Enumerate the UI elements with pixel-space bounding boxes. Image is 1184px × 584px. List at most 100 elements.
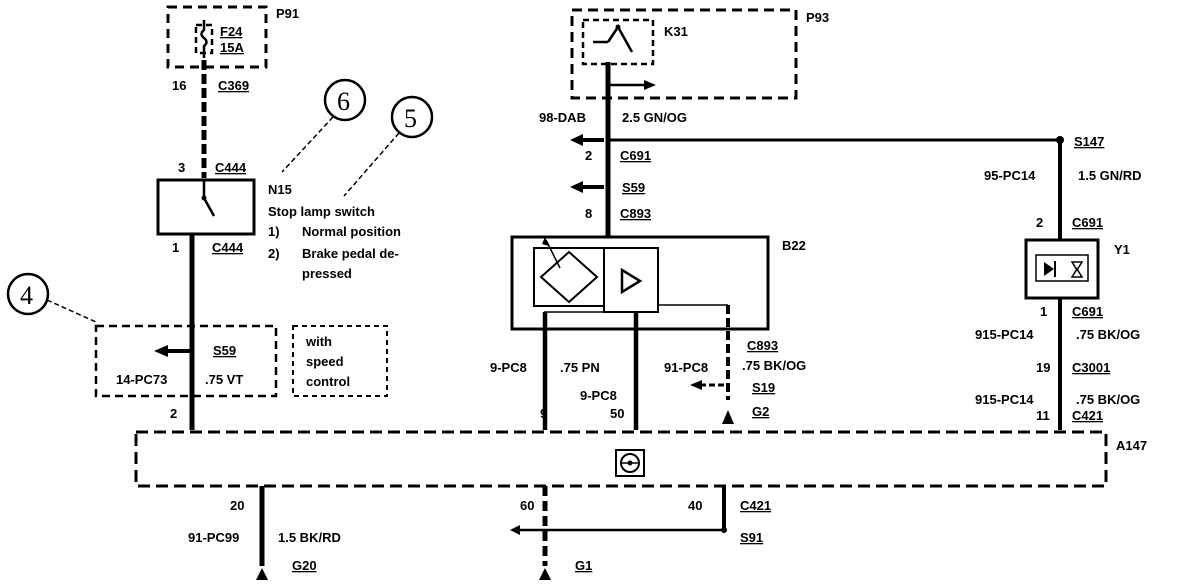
callout-6-number: 6: [337, 87, 350, 116]
speed-control-line1: with: [305, 334, 332, 349]
s59-left-label: S59: [213, 343, 236, 358]
c421-right-label: C421: [1072, 408, 1103, 423]
callout-6-circle: [323, 78, 367, 122]
wire-075pn-label: .75 PN: [560, 360, 600, 375]
k31-label: K31: [664, 24, 688, 39]
s147-label: S147: [1074, 134, 1104, 149]
speed-control-line2: speed: [306, 354, 344, 369]
b22-label: B22: [782, 238, 806, 253]
y1-inner-frame: [1035, 254, 1089, 282]
wire-25gnog-label: 2.5 GN/OG: [622, 110, 687, 125]
c421-bottom-label: C421: [740, 498, 771, 513]
k31-relay-outline: [581, 18, 655, 66]
wire-98dab-label: 98-DAB: [539, 110, 586, 125]
p93-label: P93: [806, 10, 829, 25]
pin-11-label: 11: [1036, 408, 1050, 423]
s91-splice-dot: [721, 527, 727, 533]
wire-075bkog-r1-label: .75 BK/OG: [1076, 327, 1140, 342]
wire-91pc99-label: 91-PC99: [188, 530, 239, 545]
p91-label: P91: [276, 6, 299, 21]
pin-40-label: 40: [688, 498, 702, 513]
wire-9pc8-b-label: 9-PC8: [580, 388, 617, 403]
s19-label: S19: [752, 380, 775, 395]
ground-g2-icon: [722, 410, 734, 424]
wire-95pc14-label: 95-PC14: [984, 168, 1036, 183]
a147-label: A147: [1116, 438, 1147, 453]
a147-module-outline: [134, 430, 1108, 488]
s91-label: S91: [740, 530, 763, 545]
ground-g1-icon: [539, 568, 551, 580]
c691-right-bottom-label: C691: [1072, 304, 1103, 319]
pin-1-right-label: 1: [1040, 304, 1047, 319]
switch-item1-num: 1): [268, 224, 280, 239]
callout-4-number: 4: [20, 281, 33, 310]
c893-mid-label: C893: [620, 206, 651, 221]
wire-9pc8-a-label: 9-PC8: [490, 360, 527, 375]
b22-amplifier-box: [603, 247, 659, 313]
pin-2-left-label: 2: [170, 406, 177, 421]
ground-g20-icon: [256, 568, 268, 580]
c444-top-label: C444: [215, 160, 247, 175]
y1-label: Y1: [1114, 242, 1130, 257]
wire-915pc14-b-label: 915-PC14: [975, 392, 1034, 407]
s59-mid-arrow-icon: [570, 181, 604, 193]
p93-module-outline: [570, 8, 798, 100]
g1-label: G1: [575, 558, 592, 573]
wire-075bkog-mid-label: .75 BK/OG: [742, 358, 806, 373]
callout-6-leader: [281, 116, 334, 173]
splice-arrow-left-icon: [570, 134, 604, 146]
switch-contact-icon: [201, 180, 216, 217]
fuse-name: F24: [220, 24, 243, 39]
c444-bottom-label: C444: [212, 240, 244, 255]
relay-contact-icon: [593, 24, 634, 53]
switch-item2-line1: Brake pedal de-: [302, 246, 399, 261]
pin-16-label: 16: [172, 78, 186, 93]
pin-8-mid-label: 8: [585, 206, 592, 221]
pin-9-label: 9: [540, 406, 547, 421]
stop-lamp-switch-box: [156, 178, 256, 236]
c369-label: C369: [218, 78, 249, 93]
callout-5-leader: [343, 132, 400, 197]
fuse-rating: 15A: [220, 40, 244, 55]
callout-4-leader: [46, 299, 97, 323]
pin-19-label: 19: [1036, 360, 1050, 375]
c691-mid-label: C691: [620, 148, 651, 163]
led-diode-icon: [1044, 261, 1084, 278]
s59-option-box: [94, 324, 278, 398]
pin-20-label: 20: [230, 498, 244, 513]
s91-arrow-icon: [510, 525, 520, 535]
speed-control-line3: control: [306, 374, 350, 389]
bridge-sensor-icon: [539, 237, 599, 304]
p93-output-arrow-icon: [608, 80, 656, 90]
wire-15gnrd-label: 1.5 GN/RD: [1078, 168, 1142, 183]
switch-item2-line2: pressed: [302, 266, 352, 281]
g2-label: G2: [752, 404, 769, 419]
switch-item1: Normal position: [302, 224, 401, 239]
c3001-label: C3001: [1072, 360, 1110, 375]
s59-arrow-left-icon: [154, 345, 190, 357]
pin-2-mid-label: 2: [585, 148, 592, 163]
wire-15bkrd-label: 1.5 BK/RD: [278, 530, 341, 545]
switch-item2-num: 2): [268, 246, 280, 261]
pin-1-left-label: 1: [172, 240, 179, 255]
pin-3-label: 3: [178, 160, 185, 175]
y1-component-box: [1024, 238, 1100, 300]
callout-5-circle: [390, 95, 434, 139]
wire-075bkog-r2-label: .75 BK/OG: [1076, 392, 1140, 407]
wire-075vt-label: .75 VT: [205, 372, 243, 387]
amplifier-triangle-icon: [620, 267, 643, 295]
wire-91pc8-label: 91-PC8: [664, 360, 708, 375]
switch-title: Stop lamp switch: [268, 204, 375, 219]
s19-arrow-icon: [690, 380, 725, 390]
s59-mid-label: S59: [622, 180, 645, 195]
speed-control-box: [292, 325, 388, 397]
p91-module-outline: [166, 5, 268, 69]
pin-2-right-label: 2: [1036, 215, 1043, 230]
c691-right-top-label: C691: [1072, 215, 1103, 230]
callout-5-number: 5: [404, 104, 417, 133]
pin-50-label: 50: [610, 406, 624, 421]
n15-label: N15: [268, 182, 292, 197]
b22-module-box: [510, 235, 770, 331]
pin-60-label: 60: [520, 498, 534, 513]
